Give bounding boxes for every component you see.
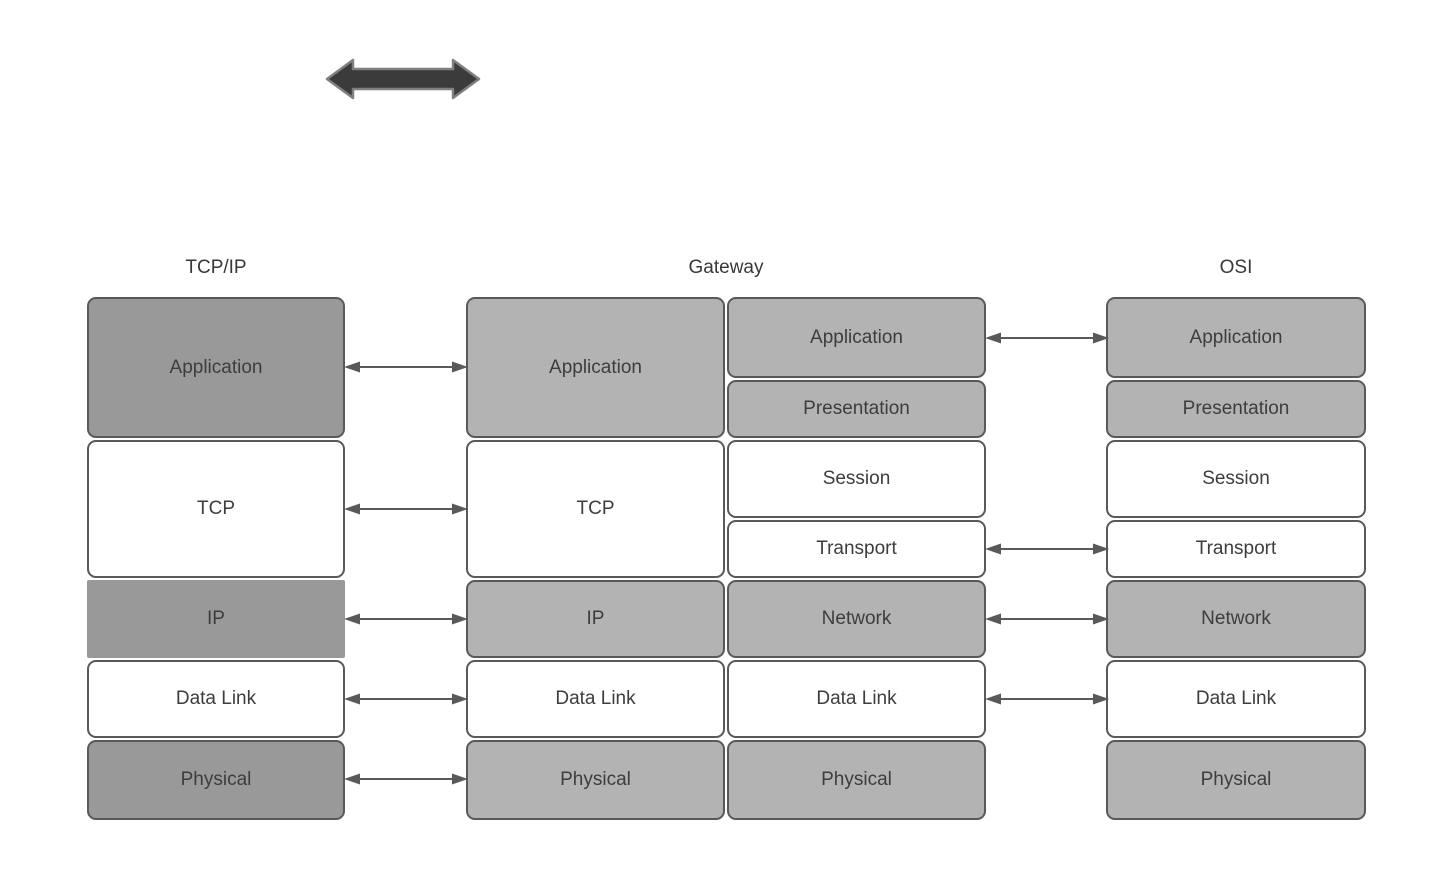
gateway-left-stack: Application TCP IP Data Link Physical: [466, 297, 725, 820]
arrow-gateway-osi-transport: [985, 542, 1109, 556]
gateway-right-stack: Application Presentation Session Transpo…: [727, 297, 986, 820]
tcpip-layer-tcp: TCP: [87, 440, 345, 578]
tcpip-layer-application: Application: [87, 297, 345, 438]
column-header-gateway: Gateway: [688, 257, 764, 278]
gateway-left-layer-ip: IP: [466, 580, 725, 658]
osi-stack: Application Presentation Session Transpo…: [1106, 297, 1366, 820]
osi-layer-application: Application: [1106, 297, 1366, 378]
gateway-left-layer-tcp: TCP: [466, 440, 725, 578]
arrow-gateway-osi-datalink: [985, 692, 1109, 706]
gateway-left-layer-application: Application: [466, 297, 725, 438]
gateway-right-layer-transport: Transport: [727, 520, 986, 578]
column-header-tcpip: TCP/IP: [185, 257, 247, 278]
thick-double-arrow: [324, 58, 482, 100]
arrow-tcpip-gateway-ip: [344, 612, 468, 626]
gateway-left-layer-physical: Physical: [466, 740, 725, 820]
gateway-right-layer-application: Application: [727, 297, 986, 378]
arrow-tcpip-gateway-physical: [344, 772, 468, 786]
tcpip-layer-datalink: Data Link: [87, 660, 345, 738]
gateway-right-layer-network: Network: [727, 580, 986, 658]
arrow-tcpip-gateway-datalink: [344, 692, 468, 706]
gateway-left-layer-datalink: Data Link: [466, 660, 725, 738]
osi-layer-datalink: Data Link: [1106, 660, 1366, 738]
gateway-right-layer-presentation: Presentation: [727, 380, 986, 438]
double-arrow-icon: [325, 58, 481, 100]
osi-layer-session: Session: [1106, 440, 1366, 518]
osi-layer-physical: Physical: [1106, 740, 1366, 820]
arrow-gateway-osi-application: [985, 331, 1109, 345]
gateway-right-layer-physical: Physical: [727, 740, 986, 820]
gateway-right-layer-session: Session: [727, 440, 986, 518]
arrow-tcpip-gateway-tcp: [344, 502, 468, 516]
osi-layer-network: Network: [1106, 580, 1366, 658]
tcpip-layer-ip: IP: [87, 580, 345, 658]
osi-layer-transport: Transport: [1106, 520, 1366, 578]
arrow-tcpip-gateway-application: [344, 360, 468, 374]
column-header-osi: OSI: [1219, 257, 1253, 278]
arrow-gateway-osi-network: [985, 612, 1109, 626]
tcpip-stack: Application TCP IP Data Link Physical: [87, 297, 345, 820]
tcpip-layer-physical: Physical: [87, 740, 345, 820]
gateway-right-layer-datalink: Data Link: [727, 660, 986, 738]
osi-layer-presentation: Presentation: [1106, 380, 1366, 438]
